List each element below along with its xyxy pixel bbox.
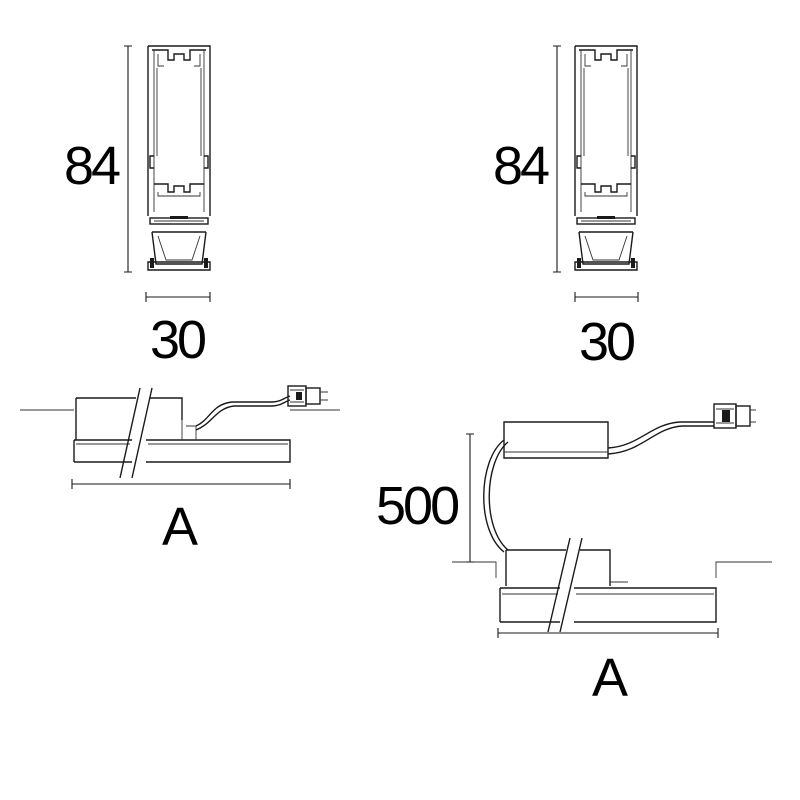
side-view-left: A (20, 385, 340, 557)
section-view-left: 84 30 (64, 45, 211, 370)
width-dimension-label: 30 (579, 312, 634, 372)
height-dimension-label: 84 (64, 136, 120, 196)
length-dimension-label: A (592, 648, 628, 708)
length-dimension-label: A (162, 497, 198, 557)
section-view-right: 84 30 (493, 45, 639, 372)
cable-length-dimension-label: 500 (376, 476, 458, 536)
side-view-right: 500 A (376, 403, 772, 708)
height-dimension-label: 84 (493, 136, 549, 196)
width-dimension-label: 30 (150, 310, 205, 370)
